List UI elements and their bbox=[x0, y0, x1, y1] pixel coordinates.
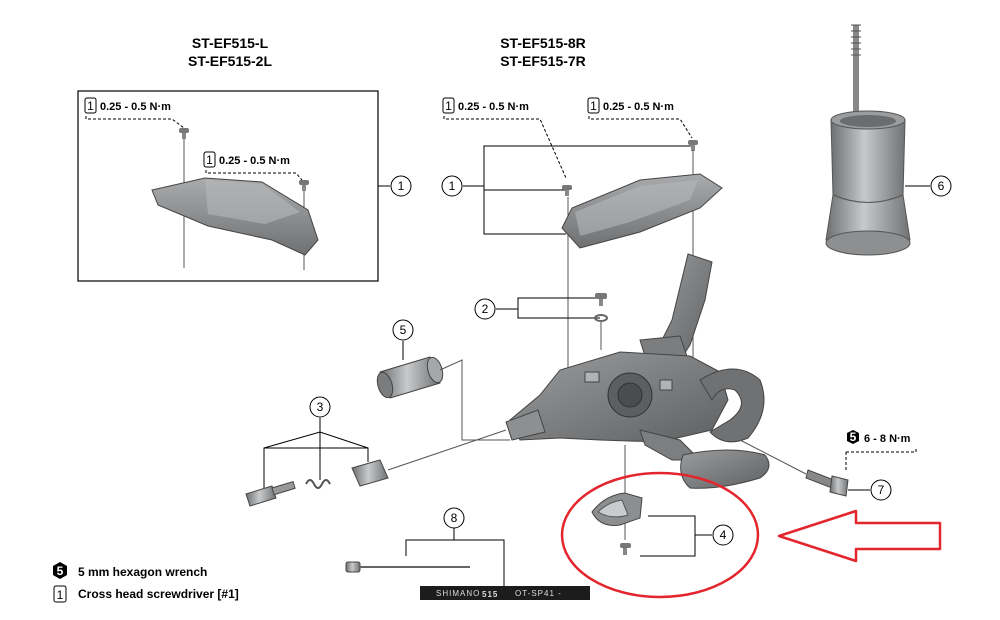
torque-label-left-mid: 1 0.25 - 0.5 N·m bbox=[203, 151, 290, 168]
screwdriver-badge-icon bbox=[587, 97, 600, 114]
washer bbox=[594, 314, 608, 322]
hex-badge-icon bbox=[53, 562, 67, 579]
callout-1-right: 1 bbox=[441, 175, 463, 197]
screwdriver-badge-number: 1 bbox=[57, 588, 64, 602]
torque-label-left-top: 1 0.25 - 0.5 N·m bbox=[84, 97, 171, 114]
torque-label-right-a: 1 0.25 - 0.5 N·m bbox=[442, 97, 529, 114]
torque-label-bolt: 5 6 - 8 N·m bbox=[847, 430, 911, 445]
torque-value: 0.25 - 0.5 N·m bbox=[100, 101, 171, 113]
screwdriver-badge-number: 1 bbox=[590, 99, 597, 113]
part-3-adjuster bbox=[245, 418, 507, 507]
part-4-indicator-cover bbox=[591, 445, 712, 557]
svg-text:8: 8 bbox=[451, 511, 458, 525]
screwdriver-badge-icon bbox=[84, 97, 97, 114]
torque-label-right-b: 1 0.25 - 0.5 N·m bbox=[587, 97, 674, 114]
screwdriver-badge-number: 1 bbox=[445, 99, 452, 113]
assembly-line bbox=[387, 429, 507, 471]
legend-screwdriver: 1 Cross head screwdriver [#1] bbox=[53, 585, 239, 603]
svg-text:7: 7 bbox=[878, 483, 885, 497]
part-2-screw-washer bbox=[496, 293, 608, 350]
callout-bracket bbox=[640, 515, 696, 557]
torque-value: 0.25 - 0.5 N·m bbox=[458, 101, 529, 113]
cable-housing bbox=[420, 586, 590, 600]
hex-badge-number: 5 bbox=[57, 564, 64, 578]
callout-8: 8 bbox=[443, 507, 465, 529]
torque-leader bbox=[588, 116, 693, 139]
callout-3: 3 bbox=[309, 396, 331, 418]
screwdriver-badge-number: 1 bbox=[87, 99, 94, 113]
svg-text:5: 5 bbox=[400, 323, 407, 337]
small-screw-icon bbox=[179, 128, 189, 139]
header-left-line1: ST-EF515-L bbox=[192, 35, 269, 51]
torque-leader bbox=[85, 116, 185, 129]
torque-leader bbox=[846, 448, 917, 453]
left-cover-group: 1 0.25 - 0.5 N·m 1 0.25 - 0.5 N·m bbox=[77, 90, 390, 282]
hex-badge-icon bbox=[847, 430, 859, 444]
spring bbox=[305, 479, 331, 489]
header-right-line1: ST-EF515-8R bbox=[500, 35, 586, 51]
small-screw-icon bbox=[688, 140, 698, 151]
header-right-line2: ST-EF515-7R bbox=[500, 53, 586, 69]
callout-bracket bbox=[263, 447, 369, 490]
callout-2: 2 bbox=[474, 298, 496, 320]
thumb-lever-pad bbox=[680, 449, 770, 489]
part-6-cap bbox=[376, 341, 510, 441]
small-screw-icon bbox=[562, 185, 572, 196]
svg-text:6: 6 bbox=[938, 179, 945, 193]
cable-code: OT-SP41 - bbox=[515, 589, 562, 598]
header-left-line2: ST-EF515-2L bbox=[188, 53, 272, 69]
screwdriver-badge-icon bbox=[53, 585, 67, 603]
torque-value: 6 - 8 N·m bbox=[864, 433, 911, 445]
svg-text:3: 3 bbox=[317, 400, 324, 414]
torque-value: 0.25 - 0.5 N·m bbox=[219, 155, 290, 167]
legend-screwdriver-label: Cross head screwdriver [#1] bbox=[78, 587, 239, 601]
assembly-line bbox=[439, 359, 510, 441]
callout-6: 5 bbox=[392, 319, 414, 341]
part-5-bolt: 5 6 - 8 N·m bbox=[739, 430, 917, 497]
svg-text:4: 4 bbox=[720, 528, 727, 542]
torque-leader bbox=[205, 170, 303, 181]
callout-7: 6 bbox=[930, 175, 952, 197]
tool-rod bbox=[853, 25, 859, 120]
cable-brand: SHIMANO bbox=[436, 589, 480, 598]
callout-bracket bbox=[517, 297, 600, 319]
handlebar-clamp bbox=[699, 368, 765, 443]
screwdriver-badge-number: 1 bbox=[206, 153, 213, 167]
tool-cylinder bbox=[830, 119, 906, 203]
svg-text:1: 1 bbox=[449, 179, 456, 193]
callout-4: 4 bbox=[712, 524, 734, 546]
cover-highlight bbox=[205, 180, 300, 224]
hex-badge-number: 5 bbox=[850, 430, 857, 444]
cover-highlight bbox=[575, 180, 698, 236]
assembly-line bbox=[739, 439, 807, 475]
callout-5: 7 bbox=[870, 479, 892, 501]
highlight-ellipse bbox=[560, 471, 760, 599]
part-8-cable: SHIMANO 515 OT-SP41 - bbox=[345, 528, 590, 600]
right-cover-group: 1 0.25 - 0.5 N·m 1 0.25 - 0.5 N·m bbox=[442, 97, 723, 420]
small-screw-icon bbox=[620, 543, 631, 555]
screwdriver-badge-icon bbox=[203, 151, 216, 168]
part-7-tool bbox=[825, 24, 930, 256]
callout-bracket bbox=[263, 431, 369, 449]
legend: 5 5 mm hexagon wrench 1 Cross head screw… bbox=[53, 562, 239, 603]
small-screw-icon bbox=[595, 293, 607, 306]
torque-leader bbox=[443, 116, 567, 179]
cable-model: 515 bbox=[482, 590, 498, 599]
legend-hex-label: 5 mm hexagon wrench bbox=[78, 565, 207, 579]
legend-hex-wrench: 5 5 mm hexagon wrench bbox=[53, 562, 207, 579]
callout-1-left: 1 bbox=[390, 175, 412, 197]
small-screw-icon bbox=[299, 180, 309, 191]
callout-bracket bbox=[405, 539, 505, 588]
torque-value: 0.25 - 0.5 N·m bbox=[603, 101, 674, 113]
svg-text:2: 2 bbox=[482, 302, 489, 316]
shifter-body bbox=[505, 253, 770, 489]
thread-lines bbox=[851, 24, 861, 56]
screwdriver-badge-icon bbox=[442, 97, 455, 114]
highlight-arrow-icon bbox=[777, 509, 942, 563]
svg-text:1: 1 bbox=[398, 179, 405, 193]
